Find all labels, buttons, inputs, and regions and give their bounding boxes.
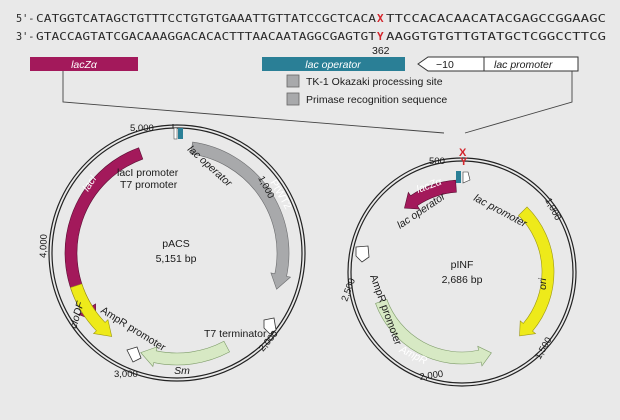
ampr-arrow [375, 298, 492, 367]
pinf-inner-ring [347, 157, 577, 387]
pacs-lac-operator-block [178, 128, 183, 139]
lac-operator-bar-label: lac operator [305, 59, 361, 71]
minus10-label: −10 [436, 59, 454, 71]
pinf-ampr-promoter-shape [355, 245, 370, 263]
cut-mark-y: Y [377, 30, 384, 43]
sequence-bottom: 3'- GTACCAGTATCGACAAAGGACACACTTTAACAATAG… [16, 30, 606, 43]
pacs-tick-5000: 5,000 [130, 123, 154, 134]
cut-mark-x: X [377, 12, 384, 25]
laci-arrow [64, 147, 144, 322]
connector-left [62, 71, 445, 134]
top-sequence-left: CATGGTCATAGCTGTTTCCTGTGTGAAATTGTTATCCGCT… [36, 14, 376, 25]
t7-terminator-label: T7 terminator [204, 328, 267, 340]
lac-operator-bar [262, 57, 405, 71]
pinf-tick-1500: 1,500 [533, 335, 554, 361]
bottom-prefix: 3'- [16, 32, 34, 43]
bottom-sequence-left: GTACCAGTATCGACAAAGGACACACTTTAACAATAGGCGA… [36, 32, 376, 43]
pinf-lac-operator-block [456, 171, 461, 183]
pinf-promoter-block [462, 171, 471, 184]
pinf-lacz-arrow [404, 179, 457, 210]
lac-promoter-label: lac promoter [494, 59, 553, 71]
pinf-tick-1000: 1,000 [542, 196, 563, 222]
pinf-lac-promoter-label: lac promoter [472, 192, 530, 230]
pinf-plasmid: X Y lacZα ori AmpR lac operator lac prom… [339, 147, 577, 387]
sequence-top: 5'- CATGGTCATAGCTGTTTCCTGTGTGAAATTGTTATC… [16, 12, 606, 25]
t7-promoter-label: T7 promoter [120, 179, 178, 191]
lacz-alpha-bar [30, 57, 138, 71]
ampr-promoter-shape [126, 346, 142, 363]
pinf-mark-y: Y [460, 156, 468, 168]
position-label: 362 [372, 45, 390, 57]
pacs-inner-ring [48, 124, 306, 382]
pacs-plasmid: lacI PtWT2 Sm cloDF lacI promoter T7 pro… [38, 123, 306, 382]
lac-promoter-arrow [417, 56, 579, 72]
pacs-size: 5,151 bp [156, 253, 197, 265]
bottom-sequence-right: AAGGTGTGTTGTATGCTCGGCCTTCG [386, 32, 606, 43]
pinf-outer-ring [350, 160, 574, 384]
pacs-name: pACS [162, 238, 189, 250]
ptwt2-arrow [190, 141, 292, 290]
primase-label: Primase recognition sequence [306, 94, 447, 106]
tk1-label: TK-1 Okazaki processing site [306, 76, 443, 88]
clodf-arrow [70, 283, 113, 337]
connector-right [464, 71, 573, 134]
top-prefix: 5'- [16, 14, 34, 25]
sm-arrow [140, 340, 230, 368]
top-sequence-right: TTCCACACAACATACGAGCCGGAAGC [386, 14, 606, 25]
tk1-swatch [286, 74, 300, 88]
pacs-t7-promoter-block [173, 127, 178, 140]
primase-swatch [286, 92, 300, 106]
pinf-mark-x: X [459, 147, 467, 159]
pinf-name: pINF [451, 259, 474, 271]
t7-terminator-shape [263, 317, 277, 335]
pinf-size: 2,686 bp [442, 274, 483, 286]
sm-label: Sm [174, 365, 190, 377]
ori-arrow [518, 206, 555, 337]
pacs-tick-3000: 3,000 [114, 369, 138, 380]
pinf-tick-2500: 2,500 [339, 277, 357, 303]
ori-label: ori [537, 277, 549, 289]
pinf-ampr-promoter-label: AmpR promoter [367, 273, 404, 347]
pacs-tick-4000: 4,000 [38, 234, 50, 258]
lacz-alpha-bar-label: lacZα [71, 59, 98, 71]
laci-promoter-label: lacI promoter [117, 167, 179, 179]
pinf-tick-500: 500 [429, 156, 445, 167]
pinf-tick-2000: 2,000 [419, 369, 444, 383]
